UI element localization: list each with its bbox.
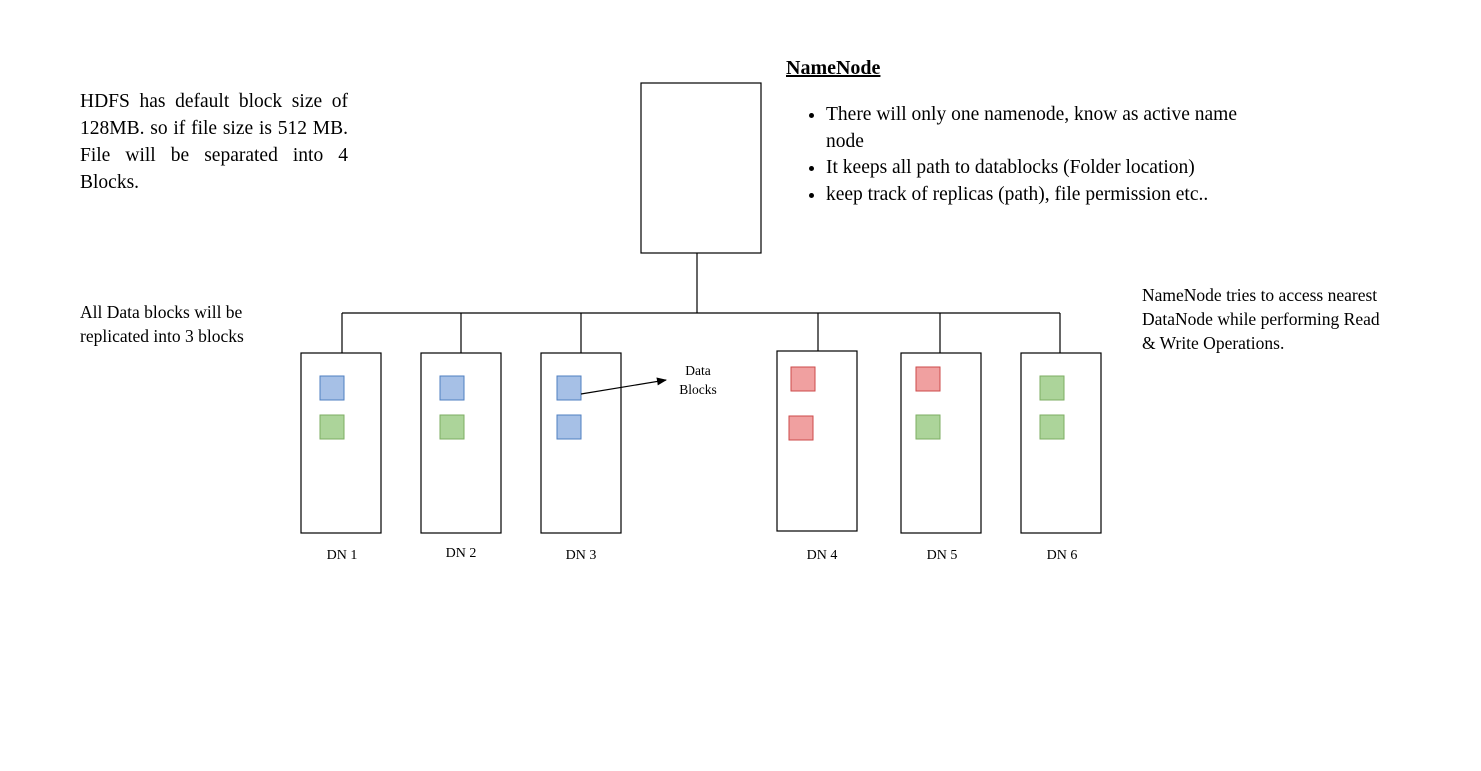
datanode-label: DN 1 [326, 548, 358, 563]
red-data-block [915, 366, 941, 392]
access-note: NameNode tries to access nearest DataNod… [1142, 285, 1380, 353]
datanode-label: DN 6 [1046, 548, 1078, 563]
namenode-bullet: keep track of replicas (path), file perm… [826, 182, 1246, 209]
datanode-label: DN 5 [926, 548, 958, 563]
namenode-title: NameNode [786, 57, 881, 79]
data-block-arrow [580, 377, 667, 395]
red-data-block [790, 366, 816, 392]
namenode-bullet: There will only one namenode, know as ac… [826, 102, 1246, 155]
blue-data-block [439, 375, 465, 401]
red-data-block [788, 415, 814, 441]
datanode-box [776, 350, 858, 532]
replication-note: All Data blocks will be replicated into … [80, 302, 244, 346]
datanode-label: DN 2 [445, 546, 477, 561]
datanodes-layer [300, 313, 1102, 534]
blue-data-block [556, 414, 582, 440]
datanode-label: DN 3 [565, 548, 597, 563]
data-blocks-label: Data Blocks [679, 363, 717, 397]
green-data-block [439, 414, 465, 440]
green-data-block [915, 414, 941, 440]
blue-data-block [319, 375, 345, 401]
blue-data-block [556, 375, 582, 401]
datanode-label: DN 4 [806, 548, 838, 563]
intro-text: HDFS has default block size of 128MB. so… [80, 91, 348, 193]
datanode-box [900, 352, 982, 534]
namenode-bullet-list: There will only one namenode, know as ac… [804, 102, 1246, 208]
green-data-block [1039, 375, 1065, 401]
namenode-box [640, 82, 762, 254]
namenode-bullet: It keeps all path to datablocks (Folder … [826, 155, 1246, 182]
green-data-block [1039, 414, 1065, 440]
green-data-block [319, 414, 345, 440]
